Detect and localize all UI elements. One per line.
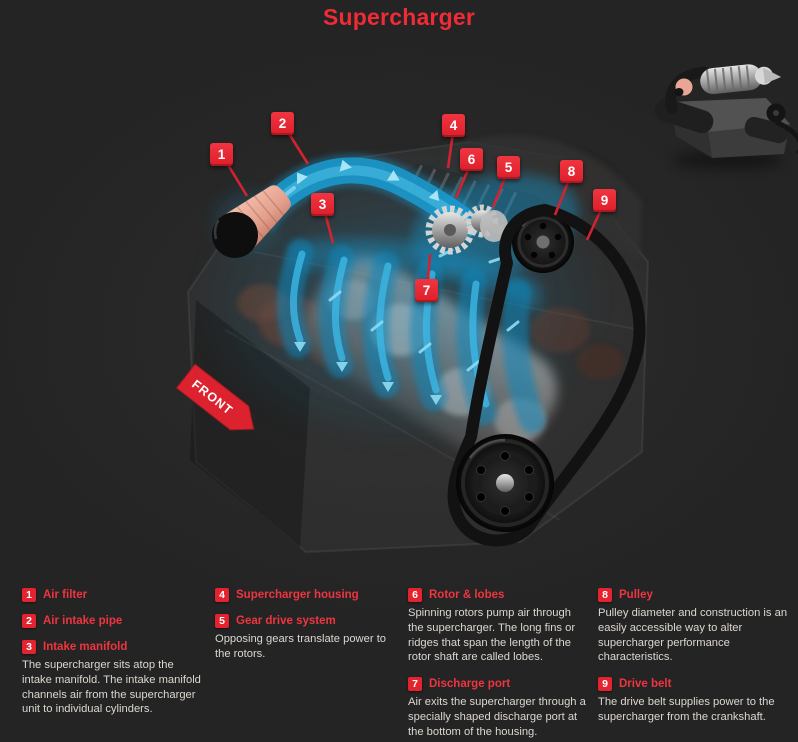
part-marker-1[interactable]: 1 — [210, 143, 233, 166]
legend-item-number: 2 — [22, 614, 36, 628]
gear-teeth — [425, 205, 475, 255]
legend-item-title: Rotor & lobes — [429, 589, 505, 601]
legend-item-number: 4 — [215, 588, 229, 602]
legend-item-head: 8 Pulley — [598, 588, 791, 602]
legend-item-title: Air filter — [43, 589, 88, 601]
legend-item-desc: The supercharger sits atop the intake ma… — [22, 659, 201, 716]
legend-item-desc: Pulley diameter and construction is an e… — [598, 607, 788, 664]
legend-item: 8 Pulley Pulley diameter and constructio… — [598, 588, 791, 665]
part-marker-6[interactable]: 6 — [460, 148, 483, 171]
legend-item-number: 9 — [598, 677, 612, 692]
legend-item-title: Pulley — [619, 589, 653, 601]
drive-belt — [447, 204, 646, 547]
legend-column-1: 1 Air filter 2 Air intake pipe 3 Intake … — [22, 588, 202, 729]
legend-item: 3 Intake manifold The supercharger sits … — [22, 640, 202, 717]
part-marker-9[interactable]: 9 — [593, 189, 616, 212]
legend-item-title: Drive belt — [619, 678, 672, 691]
part-marker-4[interactable]: 4 — [442, 114, 465, 137]
legend-item-head: 5 Gear drive system — [215, 614, 391, 628]
part-marker-7[interactable]: 7 — [415, 279, 438, 302]
legend-item: 1 Air filter — [22, 588, 202, 602]
legend-item-number: 7 — [408, 677, 422, 692]
part-marker-5[interactable]: 5 — [497, 156, 520, 179]
leader-lines — [220, 123, 607, 292]
legend-item-number: 8 — [598, 588, 612, 602]
legend-item: 4 Supercharger housing — [215, 588, 391, 602]
legend-item-desc: The drive belt supplies power to the sup… — [598, 696, 775, 723]
part-marker-2[interactable]: 2 — [271, 112, 294, 135]
legend-item: 5 Gear drive system Opposing gears trans… — [215, 614, 391, 662]
legend-item-number: 3 — [22, 640, 36, 654]
legend-column-4: 8 Pulley Pulley diameter and constructio… — [598, 588, 791, 737]
legend-item-head: 9 Drive belt — [598, 677, 791, 692]
legend-item-head: 4 Supercharger housing — [215, 588, 391, 602]
legend-item: 6 Rotor & lobes Spinning rotors pump air… — [408, 588, 588, 665]
legend-item-title: Supercharger housing — [236, 589, 359, 601]
legend-item-desc: Opposing gears translate power to the ro… — [215, 633, 387, 660]
legend-item-head: 3 Intake manifold — [22, 640, 202, 654]
legend-item-desc: Air exits the supercharger through a spe… — [408, 696, 586, 738]
legend-item-number: 5 — [215, 614, 229, 628]
legend-item: 2 Air intake pipe — [22, 614, 202, 628]
legend-item: 9 Drive belt The drive belt supplies pow… — [598, 677, 791, 725]
engine-illustration: FRONT — [175, 64, 798, 554]
page-title: Supercharger — [323, 4, 475, 30]
legend-item-title: Intake manifold — [43, 641, 128, 653]
legend-item-title: Discharge port — [429, 678, 511, 691]
legend-item-head: 6 Rotor & lobes — [408, 588, 588, 602]
legend-item-title: Gear drive system — [236, 615, 336, 627]
thumbnail-supercharger — [700, 64, 782, 95]
legend-item-desc: Spinning rotors pump air through the sup… — [408, 607, 576, 664]
legend-item-number: 6 — [408, 588, 422, 602]
legend-item-head: 7 Discharge port — [408, 677, 588, 692]
part-marker-3[interactable]: 3 — [311, 193, 334, 216]
engine-thumbnail — [654, 64, 798, 169]
legend-item-head: 1 Air filter — [22, 588, 202, 602]
legend-item-number: 1 — [22, 588, 36, 602]
legend-item: 7 Discharge port Air exits the superchar… — [408, 677, 588, 739]
part-marker-8[interactable]: 8 — [560, 160, 583, 183]
legend-column-3: 6 Rotor & lobes Spinning rotors pump air… — [408, 588, 588, 742]
legend-column-2: 4 Supercharger housing 5 Gear drive syst… — [215, 588, 391, 674]
crank-pulley — [456, 434, 554, 532]
legend-item-title: Air intake pipe — [43, 615, 123, 627]
air-filter — [205, 182, 291, 262]
legend-item-head: 2 Air intake pipe — [22, 614, 202, 628]
